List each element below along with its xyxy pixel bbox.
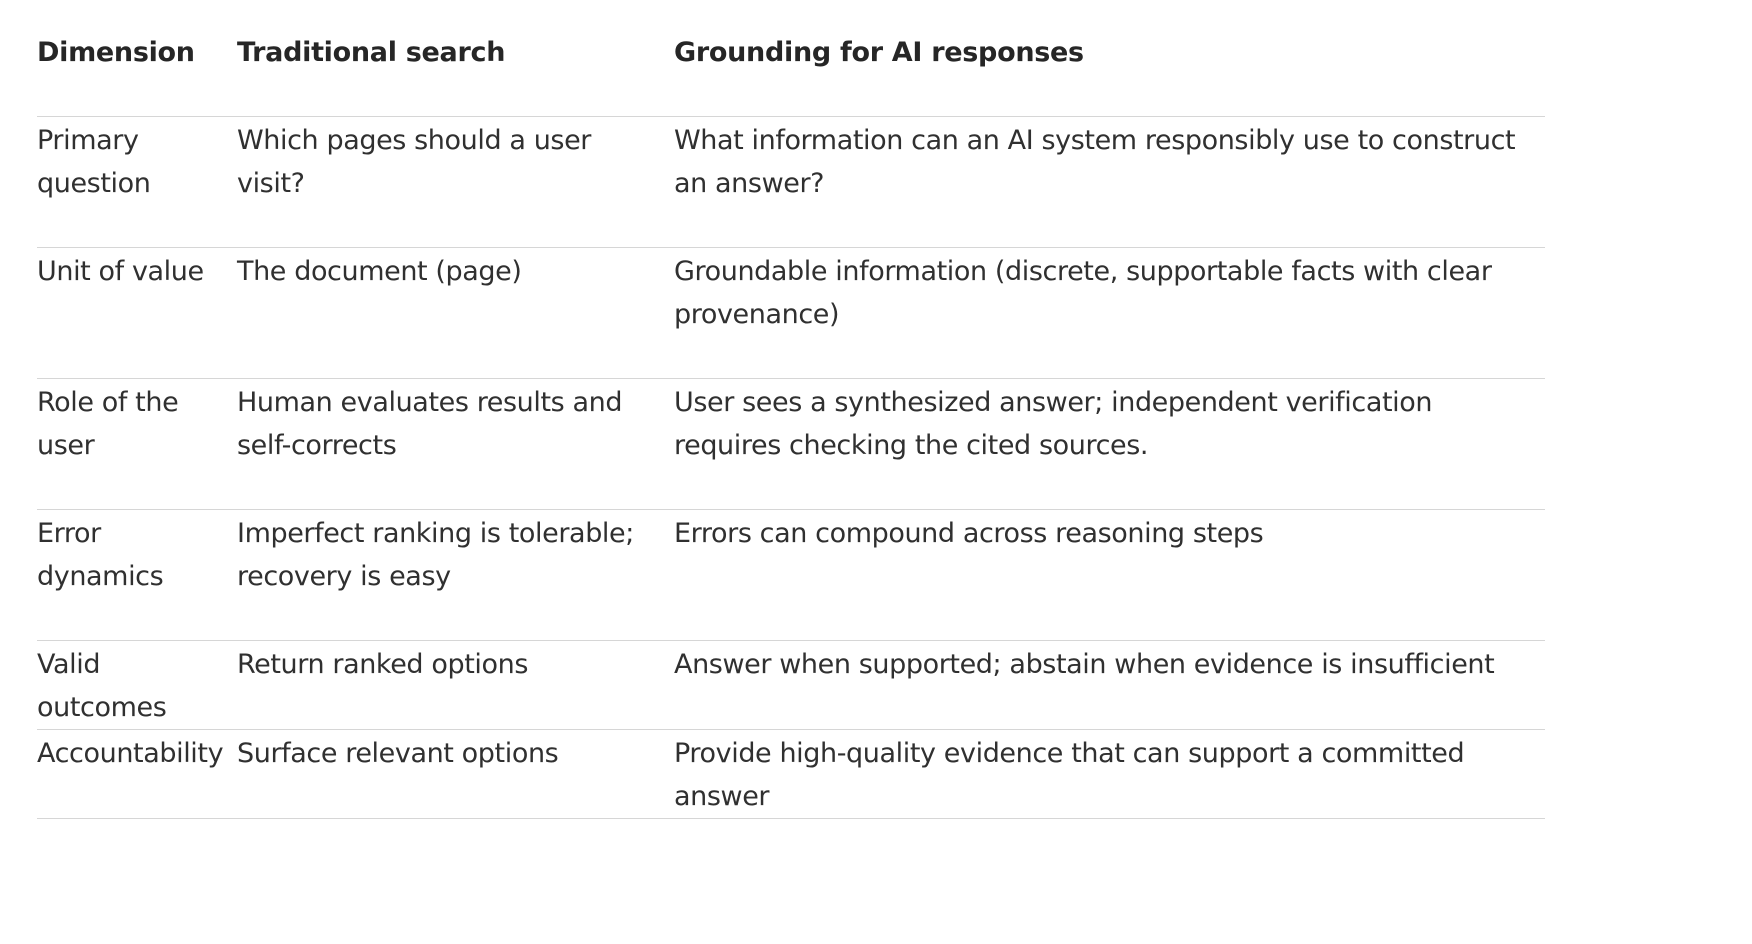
table-body: Primary question Which pages should a us…	[37, 116, 1545, 819]
cell-grounding: What information can an AI system respon…	[674, 116, 1545, 248]
cell-traditional: The document (page)	[237, 247, 674, 379]
table-row: Error dynamics Imperfect ranking is tole…	[37, 509, 1545, 641]
header-grounding-ai: Grounding for AI responses	[674, 0, 1545, 117]
cell-dimension: Accountability	[37, 729, 237, 819]
table-row: Primary question Which pages should a us…	[37, 116, 1545, 248]
table-row: Role of the user Human evaluates results…	[37, 378, 1545, 510]
cell-dimension: Role of the user	[37, 378, 237, 510]
table-row: Unit of value The document (page) Ground…	[37, 247, 1545, 379]
cell-traditional: Surface relevant options	[237, 729, 674, 819]
table-header: Dimension Traditional search Grounding f…	[37, 0, 1545, 117]
table-row: Accountability Surface relevant options …	[37, 729, 1545, 819]
cell-dimension: Primary question	[37, 116, 237, 248]
cell-traditional: Imperfect ranking is tolerable; recovery…	[237, 509, 674, 641]
table-row: Valid outcomes Return ranked options Ans…	[37, 640, 1545, 730]
cell-grounding: Answer when supported; abstain when evid…	[674, 640, 1545, 730]
cell-grounding: Groundable information (discrete, suppor…	[674, 247, 1545, 379]
cell-grounding: Provide high-quality evidence that can s…	[674, 729, 1545, 819]
cell-traditional: Human evaluates results and self-correct…	[237, 378, 674, 510]
cell-grounding: Errors can compound across reasoning ste…	[674, 509, 1545, 641]
cell-dimension: Valid outcomes	[37, 640, 237, 730]
cell-traditional: Return ranked options	[237, 640, 674, 730]
cell-dimension: Unit of value	[37, 247, 237, 379]
comparison-table: Dimension Traditional search Grounding f…	[37, 0, 1545, 819]
comparison-table-container: Dimension Traditional search Grounding f…	[37, 0, 1545, 819]
cell-traditional: Which pages should a user visit?	[237, 116, 674, 248]
cell-dimension: Error dynamics	[37, 509, 237, 641]
cell-grounding: User sees a synthesized answer; independ…	[674, 378, 1545, 510]
header-traditional-search: Traditional search	[237, 0, 674, 117]
header-dimension: Dimension	[37, 0, 237, 117]
header-row: Dimension Traditional search Grounding f…	[37, 0, 1545, 117]
